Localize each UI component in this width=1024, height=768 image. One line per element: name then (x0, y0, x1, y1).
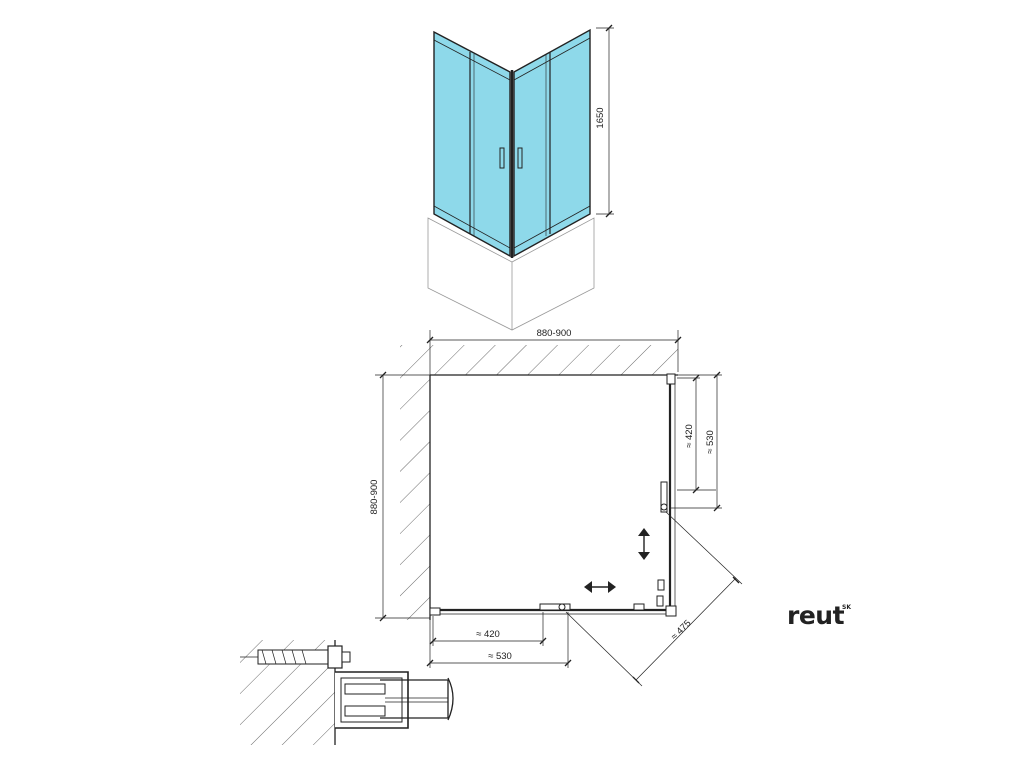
right-side-profile (656, 373, 676, 612)
diagonal-label: ≈ 475 (669, 618, 694, 643)
shower-tray (427, 217, 595, 331)
brand-name: reut (787, 601, 845, 630)
vertical-slide-arrow-icon (638, 528, 650, 560)
top-wall (430, 345, 678, 376)
bottom-door-opening-label: ≈ 420 (476, 629, 500, 640)
left-glass-panel (433, 30, 511, 258)
right-door-handle-icon (517, 147, 523, 169)
right-glass-panel (513, 28, 591, 258)
brand-logo: reut SK (787, 601, 851, 630)
right-panel-label: ≈ 530 (705, 430, 716, 454)
width-label: 880-900 (537, 328, 572, 339)
right-panel-dimension: ≈ 530 (670, 371, 722, 512)
right-door-opening-label: ≈ 420 (684, 424, 695, 448)
height-dimension: 1650 (595, 24, 614, 218)
horizontal-slide-arrow-icon (584, 581, 616, 593)
bottom-side-profile (429, 603, 677, 617)
bottom-door-opening-dimension: ≈ 420 (429, 612, 547, 646)
width-dimension: 880-900 (426, 328, 682, 375)
wall-anchor-screw-icon (240, 645, 351, 669)
depth-label: 880-900 (369, 480, 380, 515)
brand-superscript: SK (842, 604, 851, 611)
bottom-panel-dimension: ≈ 530 (426, 612, 572, 668)
diagonal-dimension: ≈ 475 (565, 511, 743, 687)
wall-mount-detail (240, 640, 454, 745)
left-wall (400, 345, 431, 620)
depth-dimension: 880-900 (369, 371, 430, 622)
height-label: 1650 (595, 107, 606, 128)
right-door-opening-dimension: ≈ 420 (677, 374, 716, 494)
shower-plan-view: 880-900 880-900 (369, 328, 743, 687)
bottom-panel-label: ≈ 530 (488, 651, 512, 662)
left-door-handle-icon (499, 147, 505, 169)
shower-elevation-view: 1650 (427, 24, 614, 331)
wall-profile-section-icon (335, 671, 454, 729)
